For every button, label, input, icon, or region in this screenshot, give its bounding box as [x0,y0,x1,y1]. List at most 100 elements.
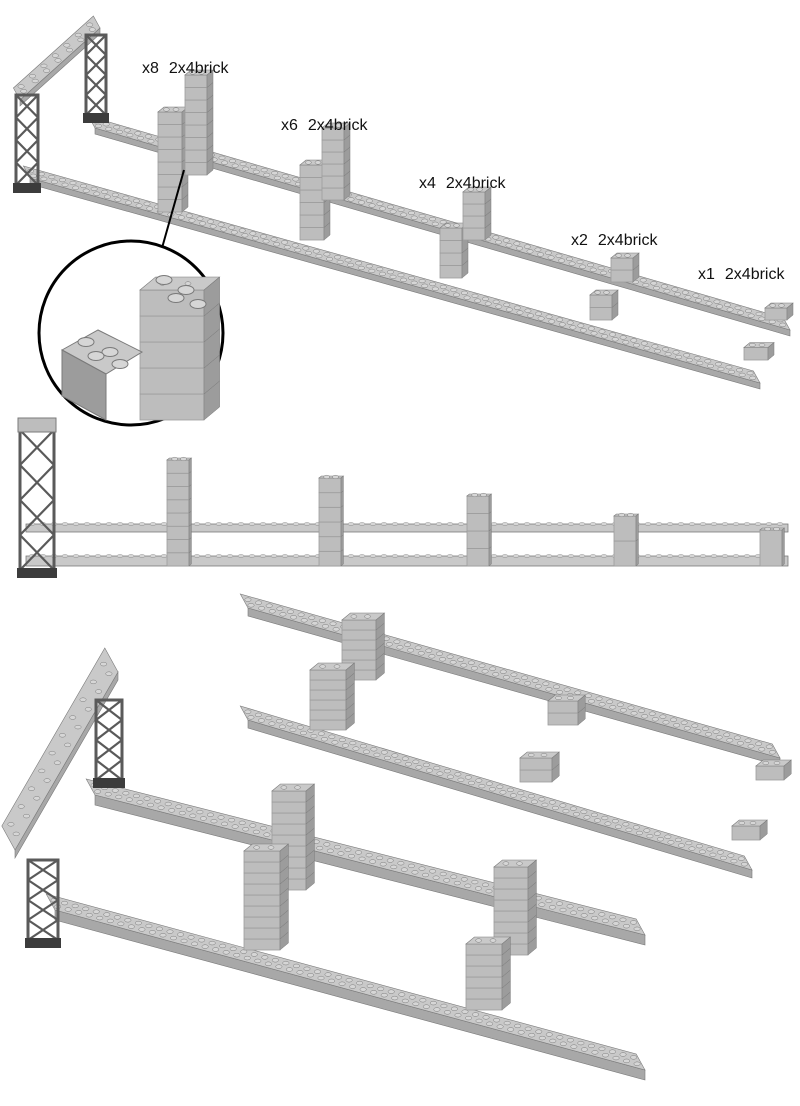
plate-stud [534,684,542,689]
plate-stud [187,935,195,940]
plate-stud [587,326,595,331]
plate-stud [247,715,255,720]
plate-stud [177,932,184,937]
plate-stud [655,522,663,526]
plate-stud [471,879,479,885]
brick-side [488,493,492,515]
plate-stud [512,554,520,558]
plate-stud [677,843,685,848]
plate-stud [415,765,423,770]
brick [299,214,325,228]
plate-stud [695,843,703,849]
plate-stud [674,837,682,843]
plate-stud [250,164,258,170]
brick [462,203,486,217]
plate-stud [345,978,353,983]
brick [465,954,503,967]
plate-stud [160,554,168,558]
plate-stud [51,179,58,184]
plate-stud [489,666,497,671]
plate-stud [31,78,39,84]
plate-stud [545,898,553,904]
plate-stud [89,679,97,685]
plate-stud [126,132,134,138]
brick [184,99,208,113]
plate-stud [457,777,465,783]
plate-stud [593,818,601,823]
plate-stud [105,671,113,676]
plate-stud [365,852,373,858]
plate-stud [103,194,111,199]
plate-stud [478,663,486,668]
bracket-face [61,349,107,421]
plate-stud [443,878,451,883]
plate-stud [485,889,493,894]
plate-stud [744,738,752,743]
plate-stud [451,1006,458,1011]
plate-stud [300,618,308,623]
brick-stud [172,107,180,112]
plate-stud [633,926,641,932]
plate-stud [94,554,102,558]
plate-stud [74,724,82,730]
plate-stud [699,522,707,526]
girder-brace [95,699,123,721]
plate-stud [377,986,385,991]
brick-stud [773,526,780,532]
bracket-stud [167,293,185,303]
plate-stud [721,554,729,558]
plate-stud [28,786,35,791]
brick [465,965,503,978]
plate-stud [643,828,651,833]
plate-stud [584,693,592,698]
plate-stud [207,219,214,224]
brick-stud [305,160,312,165]
plate-stud [292,963,300,969]
plate-stud [482,882,489,887]
plate-stud [58,177,66,183]
plate-stud [556,317,564,322]
plate-stud [424,554,432,558]
brick-stud [453,223,460,228]
plate-stud [115,794,123,800]
brick-stud [171,456,178,462]
plate-stud [344,258,352,263]
brick [318,550,342,567]
plate-stud [412,1001,420,1006]
plate-stud [145,923,153,929]
plate-stud [304,250,312,256]
plate-stud [215,522,223,526]
plate-stud [660,284,668,289]
plate-stud [347,554,355,558]
plate-stud [412,759,420,764]
brick [157,199,183,213]
plate-stud [255,600,263,605]
stack-qty: x1 [698,266,715,283]
brick-stud [480,492,487,498]
brick [321,151,345,165]
plate-stud [758,747,766,752]
plate-stud [166,929,174,934]
brick [157,149,183,163]
plate-stud [138,927,146,932]
plate-stud [408,995,416,1000]
plate-stud [724,302,731,307]
plate-stud [314,969,321,974]
plate-stud [538,902,546,907]
plate-stud [344,847,352,852]
plate-stud [514,1023,522,1029]
plate-stud [148,930,156,935]
plate-stud [116,522,124,526]
plate-stud [506,787,514,793]
brick [243,927,281,940]
plate-stud [450,874,458,879]
brick [243,861,281,874]
plate-stud [492,299,500,304]
brick-stud [502,861,510,866]
plate-stud [275,718,283,724]
plate-stud [400,867,408,872]
plate-stud [639,278,647,283]
plate-stud [317,731,325,736]
plate-stud [281,240,289,245]
plate-stud [391,554,399,558]
